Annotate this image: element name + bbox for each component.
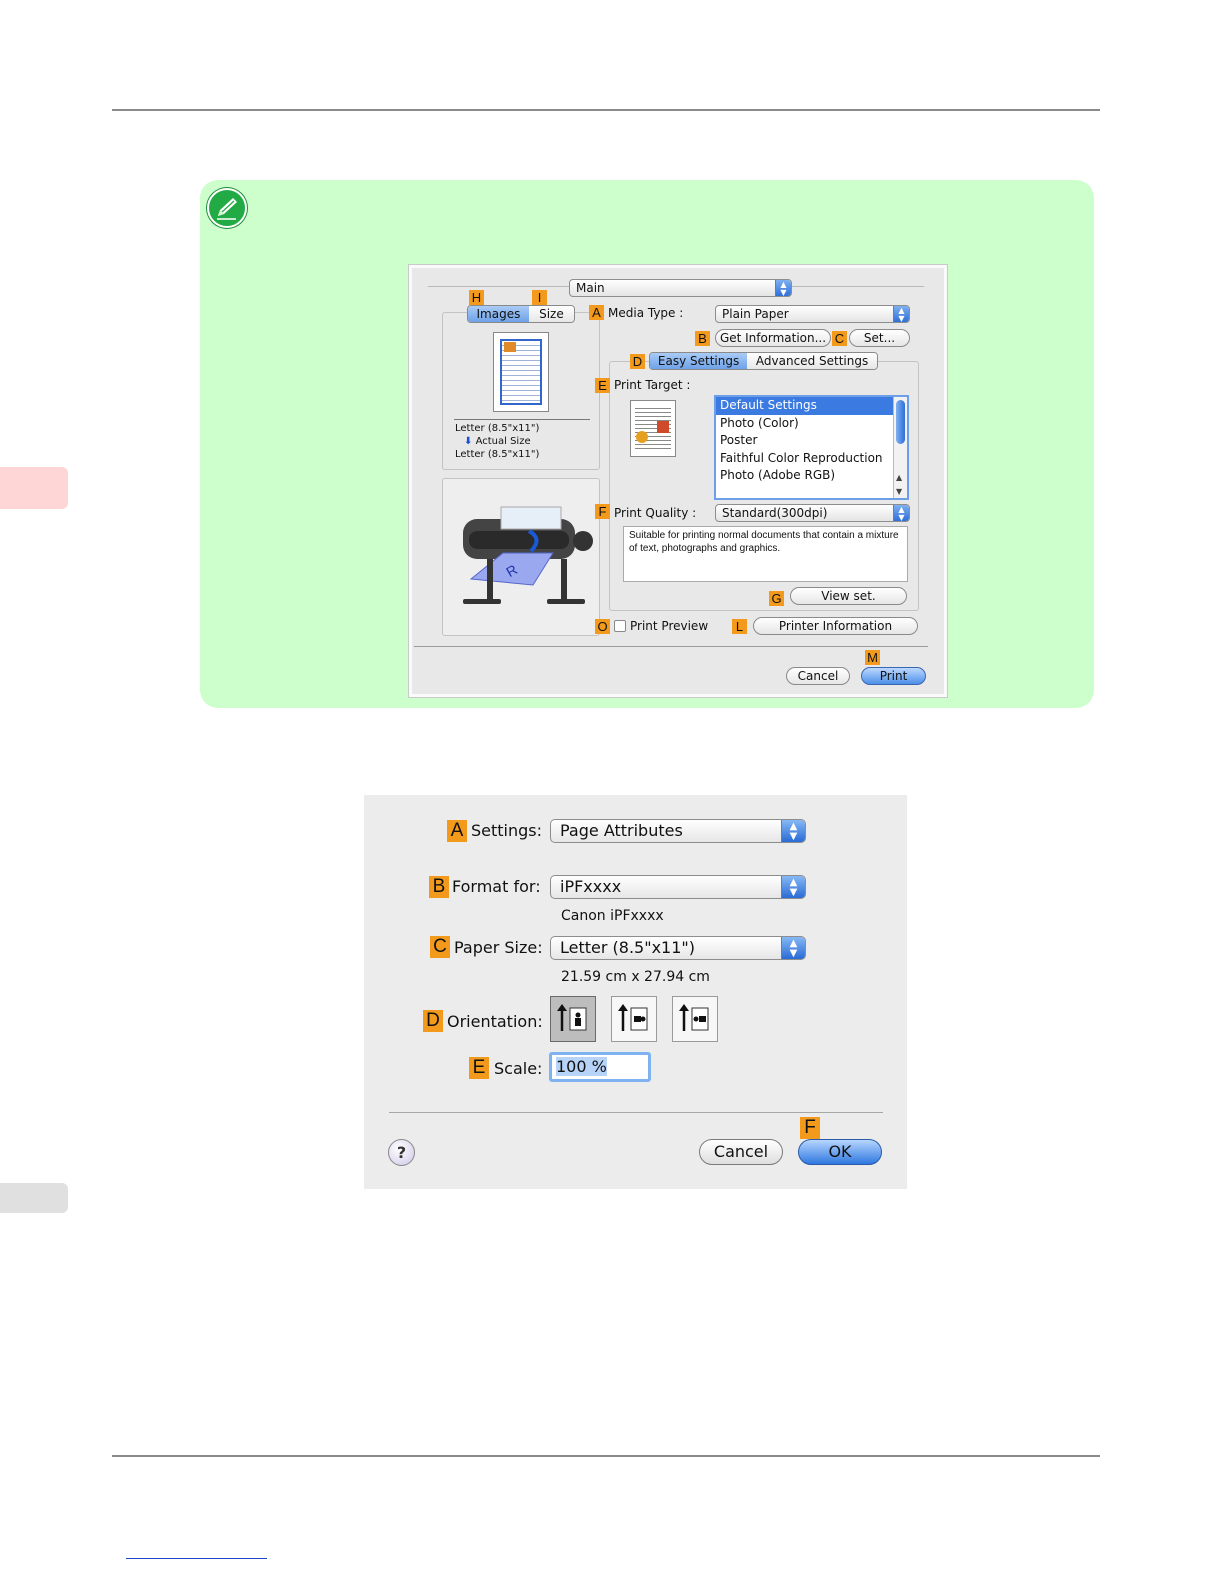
print-preview-label: Print Preview [630,619,709,633]
label-d: D [423,1010,443,1032]
print-quality-popup[interactable]: Standard(300dpi)▲▼ [715,504,910,522]
arrow-down-icon: ⬇ [464,436,473,447]
bottom-separator [414,646,928,647]
quality-description: Suitable for printing normal documents t… [623,526,908,582]
settings-tabs: Easy Settings Advanced Settings [649,352,878,370]
help-icon[interactable]: ? [388,1139,415,1166]
orientation-portrait-button[interactable] [550,996,596,1042]
popup-arrows-icon: ▲▼ [893,306,909,322]
label-g: G [769,591,784,606]
settings-label: Settings: [471,821,543,840]
thumbnail-divider [454,419,590,420]
popup-arrows-icon: ▲▼ [781,876,805,898]
header-rule [112,109,1100,111]
printer-image-group: R [442,478,600,636]
scale-label: Scale: [494,1059,543,1078]
footer-link-underline [126,1558,267,1559]
photo-icon [657,421,669,433]
popup-arrows-icon: ▲▼ [775,280,791,296]
format-for-popup[interactable]: iPFxxxx▲▼ [550,875,806,899]
print-target-list[interactable]: Default Settings Photo (Color) Poster Fa… [714,395,909,500]
section-side-tab [0,1183,68,1213]
orientation-landscape-button[interactable] [611,996,657,1042]
label-b: B [429,876,449,898]
list-item[interactable]: Faithful Color Reproduction [720,450,883,465]
sunflower-icon [636,431,648,443]
preview-tabs: Images Size [467,305,575,323]
chapter-side-tab [0,467,68,509]
list-item[interactable]: Default Settings [716,397,907,415]
popup-arrows-icon: ▲▼ [781,937,805,959]
printer-information-button[interactable]: Printer Information [753,617,918,635]
tab-images[interactable]: Images [468,306,529,322]
format-for-label: Format for: [452,877,541,896]
get-information-button[interactable]: Get Information... [715,329,831,347]
tab-easy-settings[interactable]: Easy Settings [650,353,748,369]
orientation-label: Orientation: [447,1012,543,1031]
print-dialog: Main▲▼ H I Images Size Letter (8.5"x11")… [408,264,948,698]
media-type-label: Media Type : [608,306,684,320]
portrait-icon [557,1004,587,1031]
ok-button[interactable]: OK [798,1139,882,1165]
list-item[interactable]: Photo (Color) [720,415,799,430]
label-b: B [695,331,710,346]
popup-arrows-icon: ▲▼ [893,505,909,521]
paper-info-line2: ⬇ Actual Size [464,436,531,447]
paper-info-line1: Letter (8.5"x11") [455,423,540,434]
bottom-separator [389,1112,883,1113]
label-e: E [595,378,610,393]
paper-size-label: Paper Size: [454,938,543,957]
tab-size[interactable]: Size [528,306,574,322]
page-thumbnail [493,332,549,412]
label-i: I [532,290,547,305]
print-button[interactable]: Print [861,667,926,685]
print-target-label: Print Target : [614,378,691,392]
printer-illustration: R [463,506,593,604]
label-c: C [430,936,450,958]
landscape-icon [618,1004,648,1031]
print-quality-label: Print Quality : [614,506,697,520]
label-c: C [832,331,847,346]
scroll-up-icon[interactable]: ▲ [896,473,903,482]
label-l: L [732,619,747,634]
label-e: E [469,1057,489,1079]
label-f: F [595,504,610,519]
view-set-button[interactable]: View set. [790,587,907,605]
settings-popup[interactable]: Page Attributes▲▼ [550,819,806,843]
print-target-thumbnail [630,400,676,457]
pencil-note-icon [207,188,247,228]
paper-size-popup[interactable]: Letter (8.5"x11")▲▼ [550,936,806,960]
label-m: M [865,650,880,665]
landscape-reverse-icon [679,1004,709,1031]
scroll-thumb[interactable] [896,400,905,444]
label-a: A [447,820,467,842]
list-item[interactable]: Poster [720,433,758,447]
label-h: H [469,290,484,305]
cancel-button[interactable]: Cancel [786,667,850,685]
label-a: A [589,305,604,320]
thumbnail-image-icon [504,342,516,352]
scroll-down-icon[interactable]: ▼ [896,487,903,496]
page-setup-dialog: A Settings: Page Attributes▲▼ B Format f… [364,795,907,1189]
list-scrollbar[interactable]: ▲ ▼ [893,397,907,498]
format-for-sub: Canon iPFxxxx [561,908,664,924]
label-d: D [630,354,645,369]
popup-arrows-icon: ▲▼ [781,820,805,842]
list-item[interactable]: Photo (Adobe RGB) [720,468,836,482]
paper-info-line3: Letter (8.5"x11") [455,449,540,460]
print-preview-checkbox[interactable] [614,620,626,632]
label-o: O [595,619,610,634]
footer-rule [112,1455,1100,1457]
media-type-popup[interactable]: Plain Paper▲▼ [715,305,910,323]
cancel-button[interactable]: Cancel [699,1139,783,1165]
panel-popup[interactable]: Main▲▼ [569,279,792,297]
set-button[interactable]: Set... [849,329,910,347]
orientation-landscape-reverse-button[interactable] [672,996,718,1042]
label-f: F [800,1117,820,1139]
paper-size-sub: 21.59 cm x 27.94 cm [561,969,710,985]
tab-advanced-settings[interactable]: Advanced Settings [747,353,877,369]
scale-input[interactable]: 100 % [549,1052,651,1082]
